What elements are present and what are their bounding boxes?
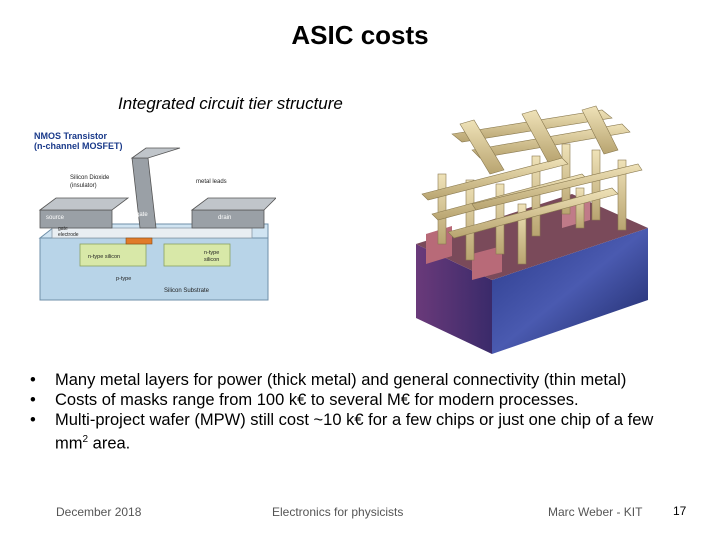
n-type-well-right: [163, 243, 231, 267]
drain-lead-top: [190, 197, 276, 211]
label-silicon-substrate: Silicon Substrate: [164, 288, 210, 294]
label-metal-leads: metal leads: [196, 179, 227, 185]
bullet-item-3: Multi-project wafer (MPW) still cost ~10…: [30, 410, 690, 454]
device-block: [472, 246, 502, 280]
bullet-text-3b: area.: [88, 434, 131, 453]
n-type-well-left: [79, 243, 147, 267]
bullet-superscript: 2: [82, 434, 89, 445]
gate-lead-top: [130, 147, 181, 159]
label-n-type-right-line2: silicon: [204, 257, 219, 263]
footer-date: December 2018: [56, 505, 142, 519]
metal-layer-lower: [421, 157, 643, 239]
bullet-item-2: Costs of masks range from 100 k€ to seve…: [30, 390, 690, 410]
figure-heading-line2: (n-channel MOSFET): [34, 141, 123, 151]
chip-tier-structure-image: [416, 105, 648, 354]
label-gate-electrode-line2: electrode: [58, 232, 79, 238]
gate-electrode: [125, 237, 153, 245]
metal-layer-upper: [451, 105, 631, 175]
source-lead-top: [38, 197, 130, 211]
silicon-substrate: [39, 237, 269, 301]
label-gate: gate: [136, 212, 148, 218]
footer-author: Marc Weber - KIT: [548, 505, 643, 519]
oxide-layer: [51, 227, 253, 239]
label-p-type: p-type: [116, 276, 131, 282]
figure-heading-line1: NMOS Transistor: [34, 131, 108, 141]
nmos-transistor-figure: NMOS Transistor (n-channel MOSFET) Silic…: [28, 128, 276, 318]
bullet-text-2: Costs of masks range from 100 k€ to seve…: [55, 391, 579, 409]
substrate-front-face: [492, 228, 648, 354]
label-drain: drain: [218, 215, 231, 221]
page-number: 17: [673, 504, 687, 518]
bullet-text-3a: Multi-project wafer (MPW) still cost ~10…: [55, 411, 654, 453]
bullet-text-1: Many metal layers for power (thick metal…: [55, 371, 627, 389]
label-n-type-left: n-type silicon: [88, 254, 120, 260]
label-oxide-line1: Silicon Dioxide: [70, 175, 110, 181]
label-n-type-right-line1: n-type: [204, 250, 219, 256]
label-source: source: [46, 215, 65, 221]
label-oxide-line2: (insulator): [70, 183, 97, 189]
slide-title: ASIC costs: [291, 20, 429, 50]
slide-subtitle: Integrated circuit tier structure: [118, 94, 343, 113]
footer-course: Electronics for physicists: [272, 505, 404, 519]
label-gate-electrode-line1: gate: [58, 226, 68, 232]
bullet-list: Many metal layers for power (thick metal…: [30, 370, 690, 454]
bullet-item-1: Many metal layers for power (thick metal…: [30, 370, 690, 390]
